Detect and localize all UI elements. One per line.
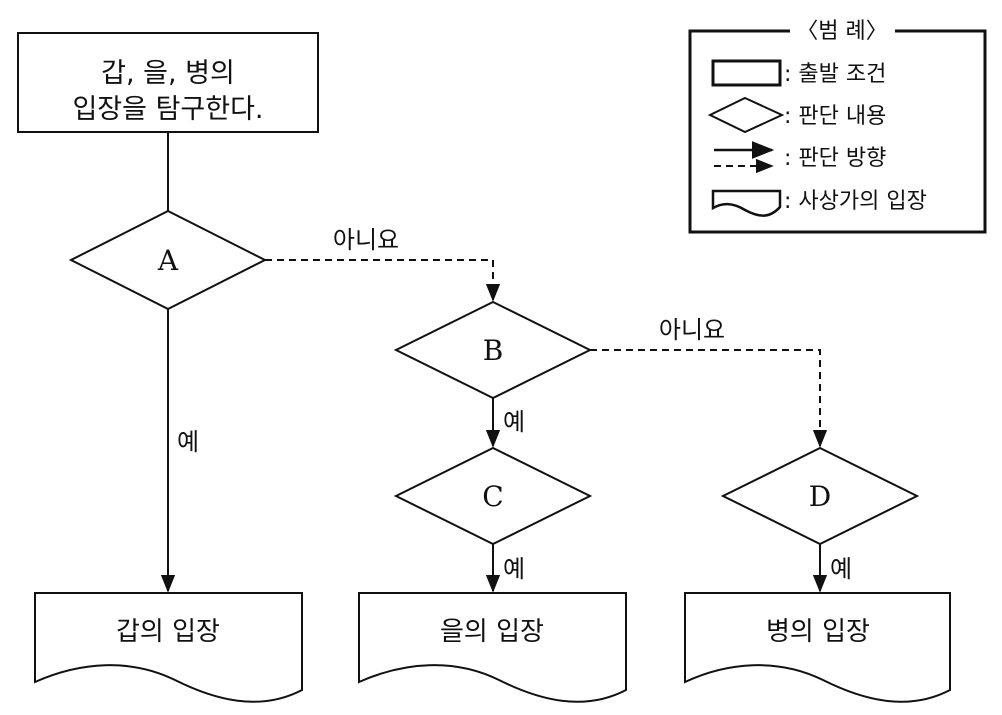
- outcome-byeong-label: 병의 입장: [766, 617, 870, 647]
- legend-item-decision: : 판단 내용: [784, 104, 886, 129]
- edge-a-no-label: 아니요: [333, 226, 399, 254]
- edge-a-yes-label: 예: [177, 428, 199, 456]
- legend-box: [688, 29, 987, 234]
- arrow-b-no: [590, 349, 828, 448]
- outcome-gap-label: 갑의 입장: [116, 617, 220, 647]
- start-text-line1: 갑, 을, 병의: [101, 58, 235, 89]
- edge-b-no-label: 아니요: [659, 316, 725, 344]
- legend-diamond-icon: [707, 96, 785, 134]
- edge-b-yes-label: 예: [503, 408, 525, 436]
- decision-b-label: B: [483, 334, 504, 367]
- legend-title: 〈범 례〉: [796, 19, 887, 44]
- outcome-eul-shape: [358, 592, 627, 703]
- decision-a-label: A: [157, 244, 179, 277]
- legend-item-direction: : 판단 방향: [784, 146, 886, 171]
- edge-c-yes-label: 예: [503, 555, 525, 583]
- arrow-a-no: [265, 259, 501, 302]
- legend-item-position: : 사상가의 입장: [784, 189, 927, 214]
- edge-d-yes-label: 예: [830, 555, 852, 583]
- legend-document-icon: [711, 189, 782, 217]
- outcome-byeong-shape: [684, 592, 951, 703]
- outcome-gap-shape: [34, 592, 303, 703]
- legend-rect-icon: [711, 59, 782, 87]
- start-text-line2: 입장을 탐구한다.: [72, 94, 263, 125]
- outcome-eul-label: 을의 입장: [440, 617, 544, 647]
- legend-item-start: : 출발 조건: [784, 62, 886, 87]
- decision-c-label: C: [482, 480, 503, 513]
- start-box: [17, 32, 319, 133]
- decision-d-label: D: [809, 480, 831, 513]
